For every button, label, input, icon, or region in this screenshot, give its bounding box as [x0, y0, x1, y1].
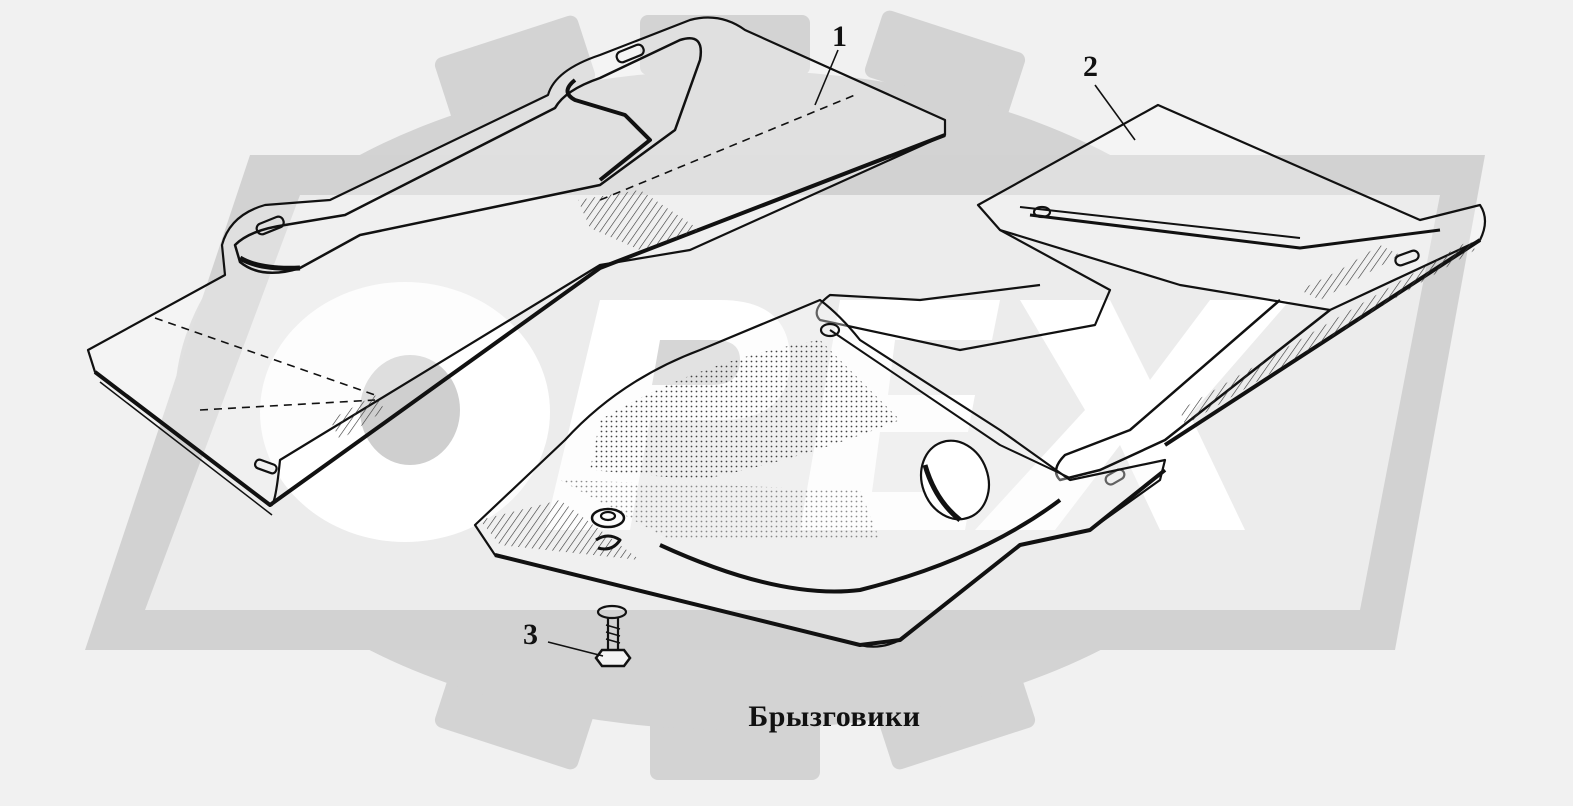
mudflap-1-outline: [86, 16, 947, 507]
mudflap-part-1: [86, 16, 947, 516]
mudflap-2-crease: [829, 329, 1071, 479]
bolt-shank: [606, 618, 620, 650]
mudflap-2-hole: [819, 322, 841, 338]
gear-tooth: [640, 15, 810, 75]
bolt-head: [594, 648, 632, 668]
mudflap-2-hole: [1032, 205, 1052, 219]
mudflap-2-arm: [1054, 299, 1331, 482]
mudflap-2-slot-rail: [1029, 213, 1441, 250]
mudflap-1-edge: [93, 133, 946, 507]
callout-2: 2: [1083, 50, 1098, 83]
mudflap-1-hatch: [330, 395, 385, 440]
watermark-letter-x: [975, 300, 1290, 530]
mudflap-1-bracket-fold: [565, 78, 652, 182]
mudflap-2-hatch: [1300, 245, 1400, 300]
mudflap-1-bracket-shadow: [238, 255, 301, 271]
mudflap-2-slot-rail: [1019, 206, 1301, 239]
mudflap-1-fold-line: [199, 399, 376, 411]
mudflap-1-slot: [255, 215, 285, 236]
mudflap-2-shading: [590, 340, 900, 480]
mudflap-2-shading: [560, 480, 880, 540]
mudflap-2-cutout-shadow: [922, 464, 962, 522]
mudflap-1-slot: [615, 43, 645, 64]
mudflap-2-slot: [1394, 249, 1420, 267]
mudflap-1-edge-lower: [99, 381, 273, 516]
watermark-letter-o-hole: [360, 355, 460, 465]
leader-lines: [547, 49, 1136, 657]
mudflap-2-lower-edge: [494, 468, 1167, 647]
mudflap-2-slot: [1104, 468, 1126, 486]
gear-tooth: [434, 15, 596, 125]
mudflap-2-lower-panel: [473, 298, 1167, 648]
mudflap-part-2: [473, 103, 1487, 648]
bolt-washer: [596, 604, 628, 620]
nut-washer-assembly: [590, 507, 626, 551]
mudflap-2-hatch: [480, 500, 640, 560]
gear-tooth: [864, 10, 1026, 120]
mudflap-1-slot: [253, 458, 278, 475]
mudflap-2-fold: [659, 498, 1062, 594]
bolt-part-3: [594, 604, 632, 668]
mudflap-1-bracket: [233, 37, 703, 274]
leader-line-2: [1094, 84, 1136, 141]
diagram-caption: Брызговики: [0, 700, 1573, 734]
caption-text: Брызговики: [748, 700, 921, 733]
bolt-thread: [605, 624, 621, 644]
leader-line-3: [547, 641, 604, 657]
mudflap-2-hatch: [1180, 240, 1475, 425]
mudflap-2-bracket: [815, 229, 1112, 352]
mudflap-1-fold-line: [154, 317, 376, 396]
mudflap-1-fold-line: [599, 94, 856, 201]
leader-line-1: [814, 49, 839, 106]
mudflap-1-hatch: [578, 190, 700, 250]
callout-1: 1: [832, 20, 847, 53]
callout-3: 3: [523, 618, 538, 651]
watermark-letter-e: [800, 300, 1000, 530]
